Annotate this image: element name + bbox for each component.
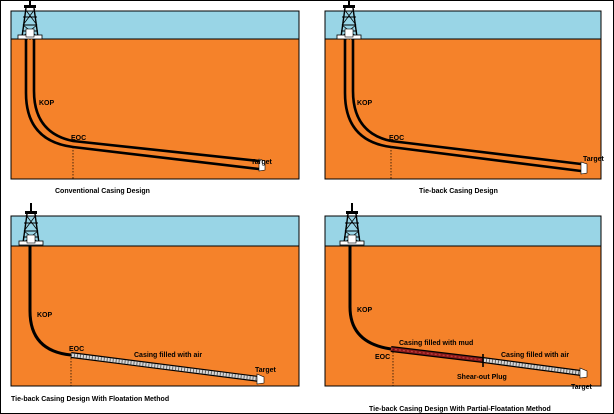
mud-casing-label: Casing filled with mud [399,340,473,347]
panel-caption: Tie-back Casing Design With Floatation M… [11,396,169,403]
kop-label: KOP [357,307,373,314]
target-label: Target [255,367,277,374]
target-label: Target [251,159,273,166]
panel-tieback: KOP EOC Target Tie-back Casing Design [324,1,605,195]
kop-label: KOP [39,100,55,107]
panel-caption: Conventional Casing Design [55,188,150,195]
air-casing-label: Casing filled with air [134,352,202,359]
eoc-label: EOC [389,135,404,142]
float-shoe-icon [580,161,588,175]
shear-out-plug-label: Shear-out Plug [457,374,507,381]
eoc-label: EOC [375,354,390,361]
float-shoe-icon [256,373,265,385]
panel-partial-floatation: KOP EOC Casing filled with mud Casing fi… [324,202,602,413]
panel-caption: Tie-back Casing Design With Partial-Floa… [369,406,551,413]
target-label: Target [583,156,605,163]
panel-floatation: KOP EOC Casing filled with air Target Ti… [10,202,300,403]
target-label: Target [571,384,593,391]
float-shoe-icon [258,158,266,172]
kop-label: KOP [357,100,373,107]
air-casing-label: Casing filled with air [501,352,569,359]
panel-caption: Tie-back Casing Design [419,188,498,195]
panel-conventional: KOP EOC Target Conventional Casing Desig… [10,1,300,195]
float-shoe-icon [579,367,588,379]
eoc-label: EOC [69,346,84,353]
eoc-label: EOC [71,135,86,142]
kop-label: KOP [37,312,53,319]
